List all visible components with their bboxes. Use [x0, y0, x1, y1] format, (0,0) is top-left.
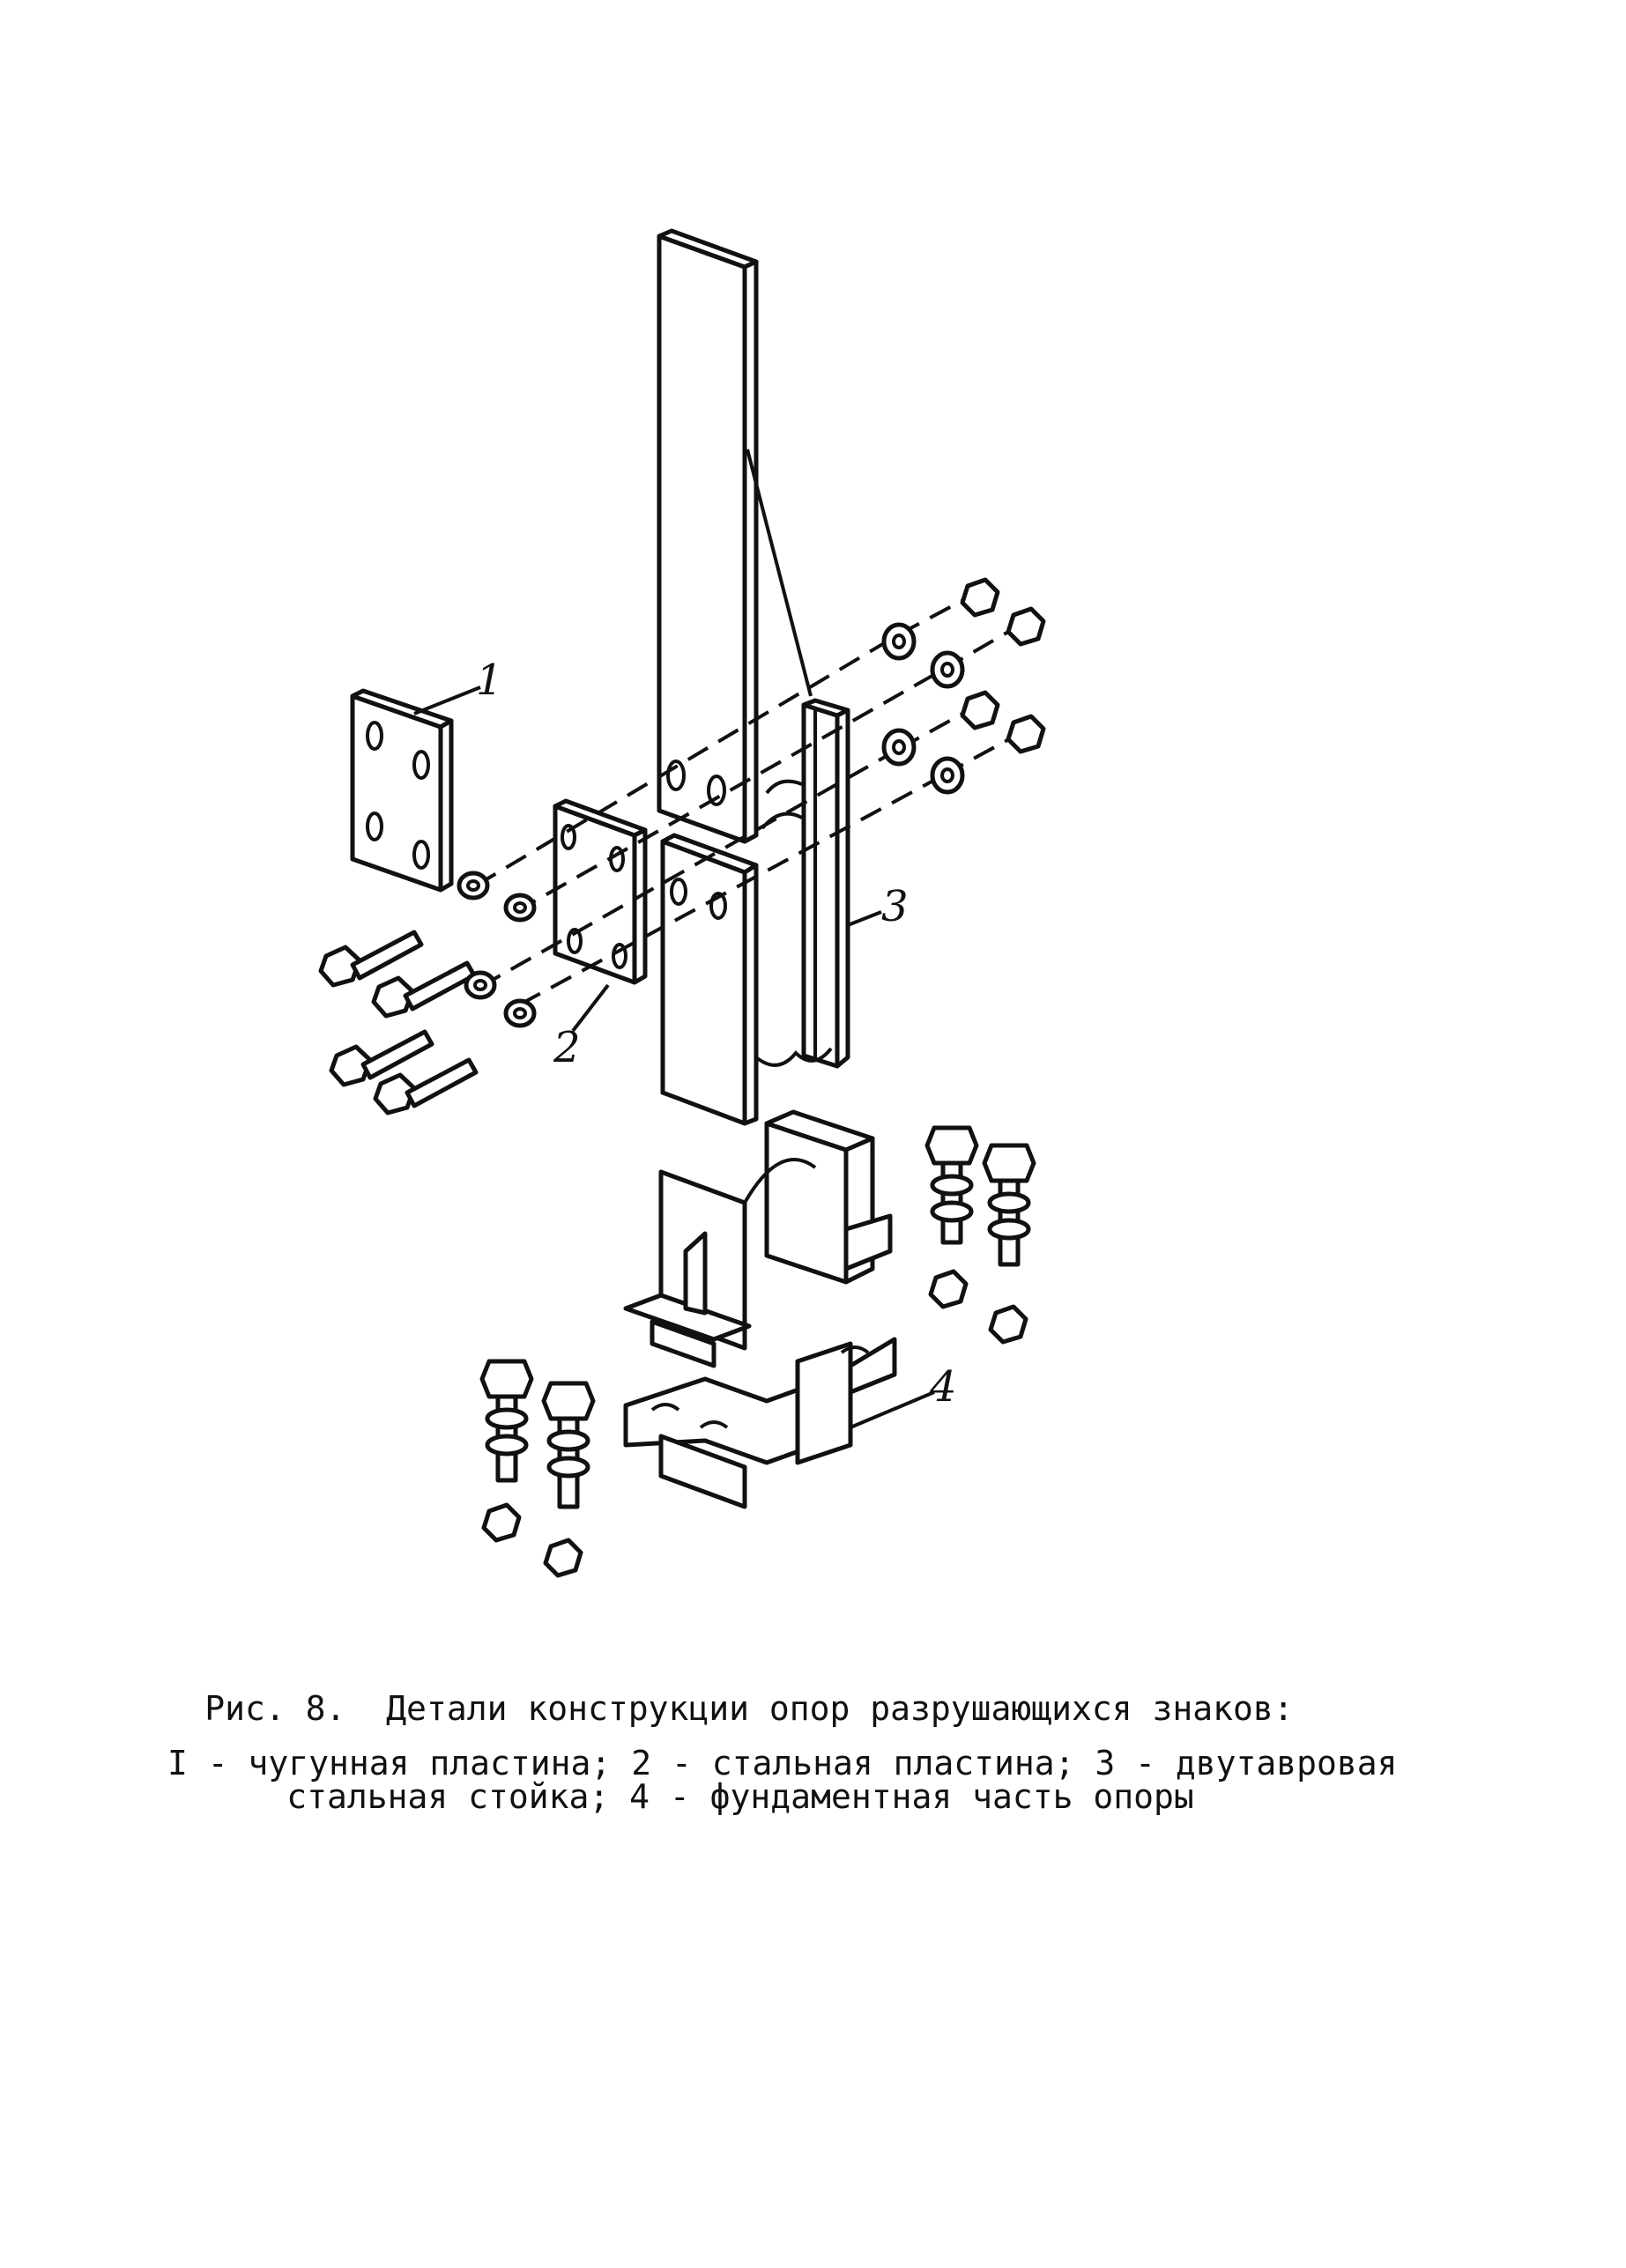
part-label-1: 1	[476, 656, 503, 705]
cast-iron-plate	[350, 686, 481, 893]
lower-post-plate	[660, 833, 833, 1126]
figure-caption-title: Рис. 8. Детали конструкции опор разрушаю…	[204, 1689, 1294, 1728]
figure-caption-line-2: стальная стойка; 4 - фундаментная часть …	[286, 1777, 1194, 1816]
anchor-bolts-right	[924, 1125, 1036, 1345]
steel-plate	[553, 798, 648, 1033]
left-bolts	[318, 930, 479, 1115]
left-washers	[457, 871, 537, 1028]
right-washers-nuts	[881, 577, 1046, 795]
part-label-2: 2	[553, 1023, 581, 1072]
foundation-upper	[623, 1109, 893, 1368]
upper-steel-plate	[657, 228, 813, 844]
foundation-base	[623, 1337, 935, 1509]
figure-caption-line-1: I - чугунная пластина; 2 - стальная плас…	[167, 1744, 1398, 1783]
anchor-bolts-left	[479, 1359, 596, 1578]
part-label-4: 4	[929, 1362, 957, 1412]
part-label-3: 3	[881, 882, 909, 931]
i-beam-post	[761, 698, 850, 1069]
